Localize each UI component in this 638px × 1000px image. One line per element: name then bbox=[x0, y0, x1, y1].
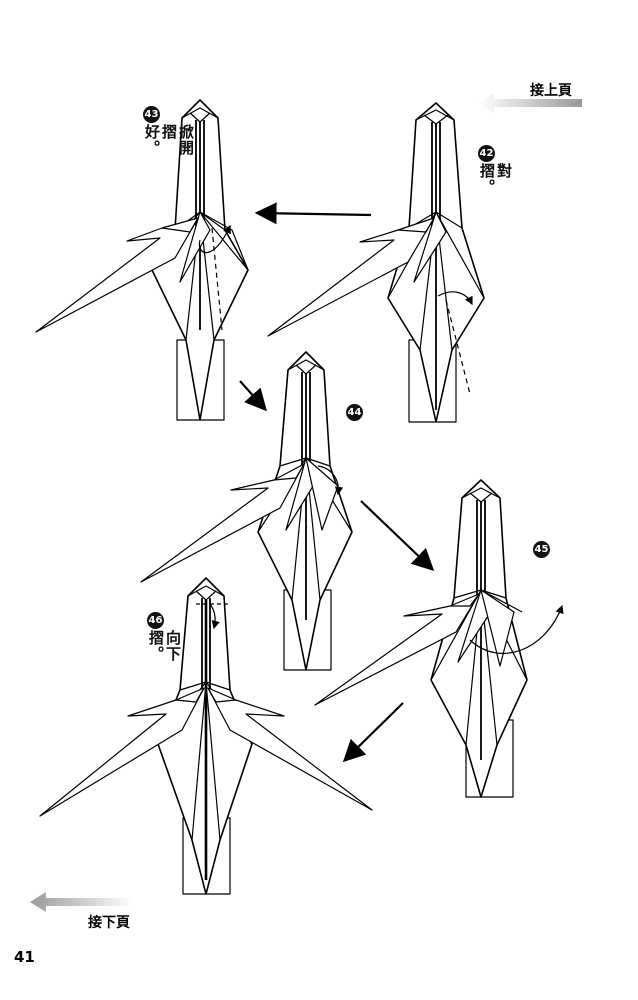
step-46-number: 46 bbox=[147, 612, 164, 629]
flow-arrow-43-to-44 bbox=[239, 380, 267, 412]
step-42-figure bbox=[267, 102, 485, 423]
step-45-number: 45 bbox=[533, 541, 550, 558]
step-45-figure bbox=[314, 479, 564, 798]
step-44-label: 44 bbox=[346, 402, 363, 421]
step-43-figure bbox=[35, 99, 249, 421]
prev-page-arrow[interactable] bbox=[478, 93, 582, 113]
flow-arrow-42-to-43 bbox=[254, 202, 372, 225]
flow-arrow-45-to-46 bbox=[342, 702, 404, 763]
step-42-instruction: 對摺。 bbox=[478, 163, 513, 195]
next-page-label[interactable]: 接下頁 bbox=[88, 915, 130, 931]
page-number: 41 bbox=[14, 948, 35, 966]
step-46-figure bbox=[39, 577, 373, 895]
step-44-number: 44 bbox=[346, 404, 363, 421]
prev-page-label[interactable]: 接上頁 bbox=[530, 83, 572, 99]
step-44-figure bbox=[140, 351, 353, 671]
next-page-arrow[interactable] bbox=[30, 892, 134, 912]
step-42-number: 42 bbox=[478, 145, 495, 162]
step-45-label: 45 bbox=[533, 539, 550, 558]
step-43-number: 43 bbox=[143, 106, 160, 123]
step-46-instruction: 向下摺。 bbox=[147, 630, 182, 662]
step-43-instruction: 掀開摺好。 bbox=[143, 124, 195, 156]
flow-arrow-44-to-45 bbox=[360, 500, 435, 572]
